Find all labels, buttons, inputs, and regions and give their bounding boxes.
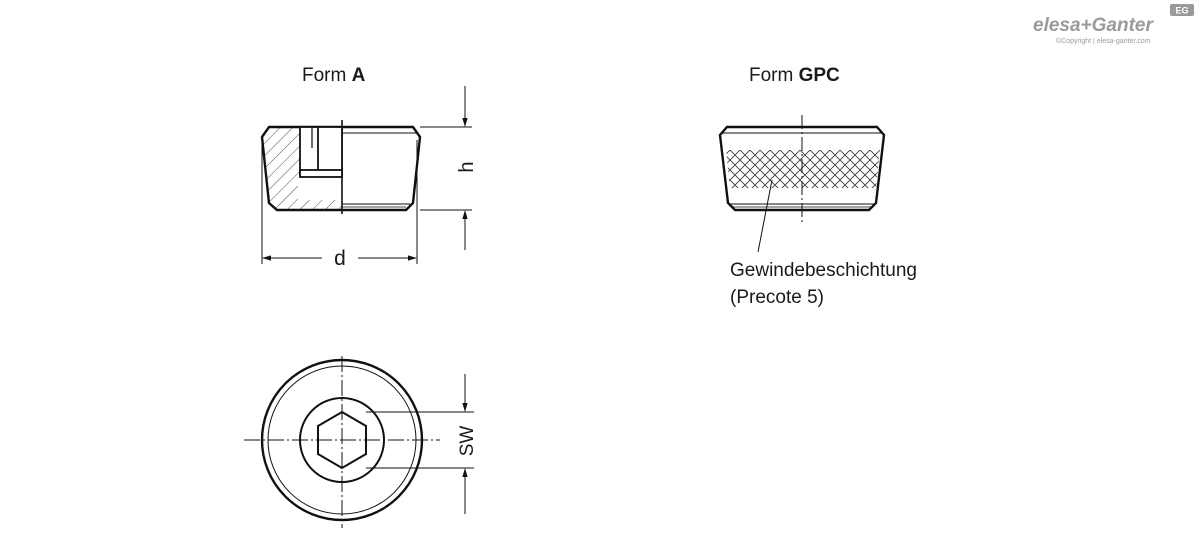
top-view-inner-circle bbox=[267, 365, 417, 515]
form-gpc-coating-area bbox=[726, 150, 880, 188]
brand-copyright: ©Copyright | elesa-ganter.com bbox=[1056, 37, 1151, 45]
top-view-socket-circle bbox=[299, 397, 385, 483]
form-gpc-title-prefix: Form bbox=[749, 65, 799, 86]
form-gpc-callout-line2: (Precote 5) bbox=[730, 287, 824, 308]
form-gpc-callout-line1: Gewindebeschichtung bbox=[730, 260, 917, 281]
brand-logo-text: elesa+Ganter bbox=[1033, 15, 1154, 36]
form-a-dim-h: h bbox=[456, 161, 478, 172]
form-a-outline bbox=[260, 125, 422, 212]
brand-badge bbox=[1170, 4, 1194, 16]
form-a-title-prefix: Form bbox=[302, 65, 352, 86]
form-gpc-outline bbox=[718, 125, 886, 212]
form-a-title-bold: A bbox=[352, 65, 366, 86]
top-view: SW bbox=[244, 356, 478, 528]
form-a-socket bbox=[299, 126, 343, 176]
form-gpc-title: Form GPC bbox=[749, 65, 840, 86]
brand-logo: elesa+Ganter EG ©Copyright | elesa-gante… bbox=[1033, 4, 1194, 45]
brand-badge-text: EG bbox=[1175, 6, 1188, 16]
top-view-outer-circle bbox=[260, 358, 424, 522]
top-view-hex-socket bbox=[317, 410, 367, 470]
form-a-title: Form A bbox=[302, 65, 366, 86]
form-gpc-callout-leader bbox=[757, 179, 773, 253]
form-gpc-title-bold: GPC bbox=[799, 65, 840, 86]
form-gpc-side-view: Gewindebeschichtung (Precote 5) bbox=[718, 115, 917, 308]
top-view-dim-sw: SW bbox=[457, 426, 478, 457]
form-a-section-view: h d bbox=[260, 86, 478, 270]
form-a-dim-d: d bbox=[334, 247, 346, 270]
form-a-socket-bottom bbox=[299, 169, 343, 178]
